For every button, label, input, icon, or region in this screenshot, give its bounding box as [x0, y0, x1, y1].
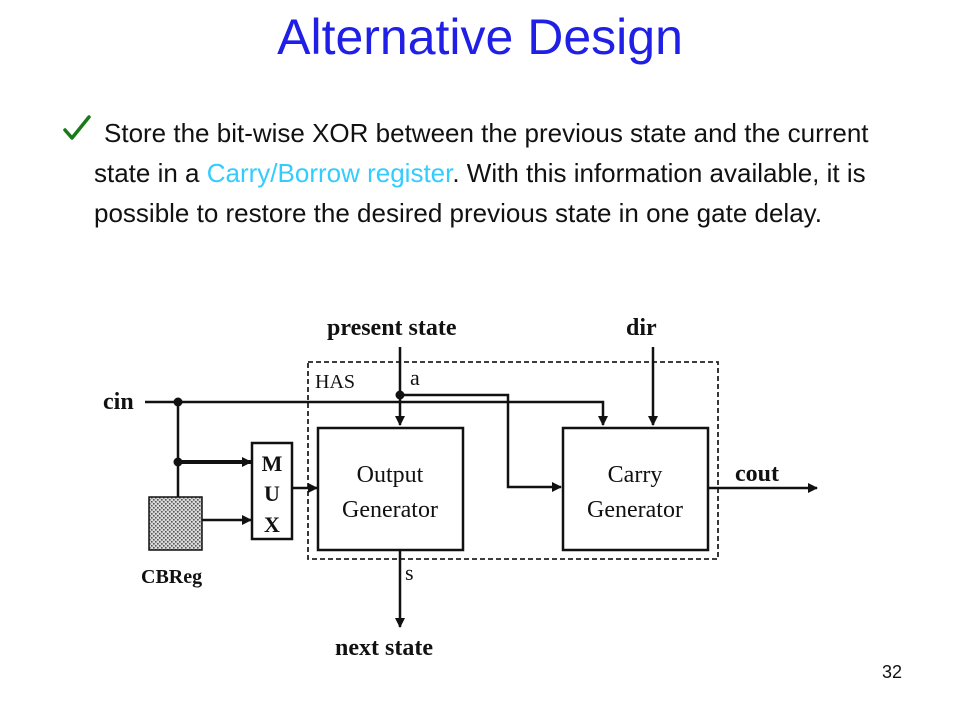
- mux-block: [250, 441, 294, 541]
- cin-wire: [145, 400, 608, 426]
- present-state-label: present state: [327, 315, 457, 341]
- page-number: 32: [881, 662, 902, 682]
- a-to-carry-wire: [400, 393, 562, 492]
- output-generator-block: [316, 426, 465, 552]
- next-state-label: next state: [335, 635, 433, 661]
- output-generator-label-1: Output: [357, 462, 424, 488]
- mux-letter-u: U: [264, 481, 280, 506]
- mux-letter-x: X: [264, 512, 280, 537]
- dir-label: dir: [626, 315, 657, 341]
- signal-s-label: s: [405, 560, 414, 585]
- checkmark-icon: [63, 115, 91, 140]
- signal-a-label: a: [410, 365, 420, 390]
- carry-generator-label-1: Carry: [608, 462, 663, 488]
- bullet-point: Store the bit-wise XOR between the previ…: [62, 113, 902, 233]
- a-junction: [395, 390, 405, 400]
- slide-title: Alternative Design: [277, 9, 683, 65]
- mux-letter-m: M: [262, 451, 283, 476]
- carry-borrow-register-highlight: Carry/Borrow register: [206, 158, 453, 188]
- cbreg-label: CBReg: [141, 566, 202, 588]
- carry-generator-block: [561, 426, 710, 552]
- bullet-text-after: . With this information available, it is…: [94, 158, 866, 228]
- cout-label: cout: [735, 461, 779, 487]
- carry-generator-label-2: Generator: [587, 497, 683, 523]
- has-label: HAS: [315, 371, 355, 393]
- cbreg-block: [148, 496, 203, 551]
- has-boundary: [307, 361, 719, 560]
- cin-label: cin: [103, 389, 134, 415]
- output-generator-label-2: Generator: [342, 497, 438, 523]
- bullet-text: Store the bit-wise XOR between the previ…: [62, 113, 902, 233]
- bullet-text-before: Store the bit-wise XOR between the previ…: [94, 118, 869, 188]
- block-diagram: HAS present state dir cin a CBReg M U X …: [103, 315, 818, 661]
